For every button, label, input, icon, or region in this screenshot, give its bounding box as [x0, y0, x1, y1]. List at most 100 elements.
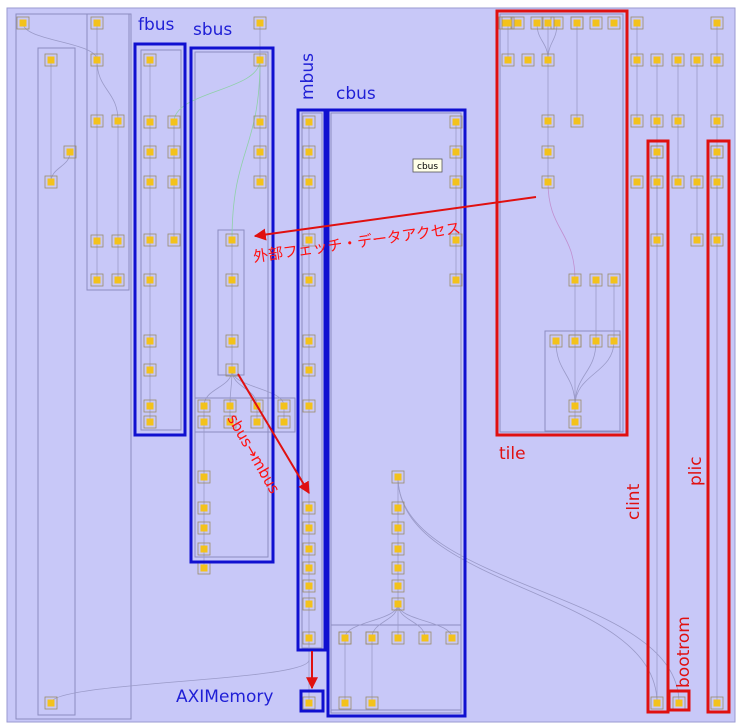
graph-node[interactable]: [391, 470, 405, 484]
graph-node[interactable]: [650, 145, 664, 159]
graph-node[interactable]: [250, 415, 264, 429]
graph-node[interactable]: [449, 233, 463, 247]
graph-node[interactable]: [197, 470, 211, 484]
graph-node[interactable]: [302, 696, 316, 710]
graph-node[interactable]: [541, 175, 555, 189]
graph-node[interactable]: [167, 115, 181, 129]
graph-node[interactable]: [143, 273, 157, 287]
graph-node[interactable]: [365, 696, 379, 710]
graph-node[interactable]: [143, 175, 157, 189]
graph-node[interactable]: [223, 415, 237, 429]
graph-node[interactable]: [365, 631, 379, 645]
graph-node[interactable]: [253, 175, 267, 189]
graph-node[interactable]: [277, 415, 291, 429]
graph-node[interactable]: [501, 53, 515, 67]
graph-node[interactable]: [253, 115, 267, 129]
graph-node[interactable]: [197, 399, 211, 413]
graph-node[interactable]: [511, 16, 525, 30]
graph-node[interactable]: [302, 579, 316, 593]
graph-node[interactable]: [44, 53, 58, 67]
graph-node[interactable]: [589, 273, 603, 287]
graph-node[interactable]: [143, 145, 157, 159]
graph-node[interactable]: [650, 696, 664, 710]
graph-node[interactable]: [197, 521, 211, 535]
graph-node[interactable]: [63, 145, 77, 159]
graph-node[interactable]: [630, 175, 644, 189]
graph-node[interactable]: [225, 273, 239, 287]
graph-node[interactable]: [302, 399, 316, 413]
graph-node[interactable]: [671, 53, 685, 67]
graph-node[interactable]: [541, 114, 555, 128]
graph-node[interactable]: [302, 521, 316, 535]
graph-node[interactable]: [568, 334, 582, 348]
graph-node[interactable]: [568, 399, 582, 413]
graph-node[interactable]: [338, 631, 352, 645]
graph-node[interactable]: [449, 175, 463, 189]
graph-node[interactable]: [111, 114, 125, 128]
graph-node[interactable]: [650, 114, 664, 128]
graph-node[interactable]: [650, 175, 664, 189]
graph-node[interactable]: [143, 115, 157, 129]
graph-node[interactable]: [143, 363, 157, 377]
graph-node[interactable]: [690, 53, 704, 67]
graph-node[interactable]: [302, 597, 316, 611]
graph-node[interactable]: [302, 115, 316, 129]
graph-node[interactable]: [501, 16, 515, 30]
graph-node[interactable]: [16, 16, 30, 30]
graph-node[interactable]: [710, 175, 724, 189]
graph-node[interactable]: [302, 561, 316, 575]
graph-node[interactable]: [710, 696, 724, 710]
graph-node[interactable]: [391, 542, 405, 556]
graph-node[interactable]: [607, 16, 621, 30]
graph-node[interactable]: [197, 415, 211, 429]
graph-node[interactable]: [391, 501, 405, 515]
graph-node[interactable]: [630, 16, 644, 30]
graph-node[interactable]: [549, 334, 563, 348]
graph-node[interactable]: [302, 501, 316, 515]
graph-node[interactable]: [338, 696, 352, 710]
graph-node[interactable]: [650, 233, 664, 247]
graph-node[interactable]: [589, 16, 603, 30]
graph-node[interactable]: [449, 145, 463, 159]
graph-node[interactable]: [143, 53, 157, 67]
graph-node[interactable]: [253, 16, 267, 30]
graph-node[interactable]: [445, 631, 459, 645]
graph-node[interactable]: [197, 542, 211, 556]
graph-node[interactable]: [302, 631, 316, 645]
graph-node[interactable]: [710, 233, 724, 247]
graph-node[interactable]: [391, 521, 405, 535]
graph-node[interactable]: [302, 334, 316, 348]
graph-node[interactable]: [710, 145, 724, 159]
graph-node[interactable]: [607, 273, 621, 287]
graph-node[interactable]: [690, 233, 704, 247]
graph-node[interactable]: [167, 145, 181, 159]
graph-node[interactable]: [111, 234, 125, 248]
graph-node[interactable]: [90, 16, 104, 30]
graph-node[interactable]: [449, 273, 463, 287]
graph-node[interactable]: [391, 597, 405, 611]
graph-node[interactable]: [570, 114, 584, 128]
graph-node[interactable]: [690, 175, 704, 189]
graph-node[interactable]: [650, 53, 664, 67]
graph-node[interactable]: [143, 399, 157, 413]
graph-node[interactable]: [589, 334, 603, 348]
graph-node[interactable]: [302, 273, 316, 287]
graph-node[interactable]: [541, 145, 555, 159]
graph-node[interactable]: [570, 16, 584, 30]
graph-node[interactable]: [418, 631, 432, 645]
graph-node[interactable]: [90, 114, 104, 128]
graph-node[interactable]: [277, 399, 291, 413]
graph-node[interactable]: [111, 273, 125, 287]
graph-node[interactable]: [391, 579, 405, 593]
graph-node[interactable]: [449, 115, 463, 129]
graph-node[interactable]: [225, 363, 239, 377]
graph-node[interactable]: [143, 415, 157, 429]
graph-node[interactable]: [630, 114, 644, 128]
graph-node[interactable]: [225, 334, 239, 348]
graph-node[interactable]: [710, 16, 724, 30]
graph-node[interactable]: [225, 233, 239, 247]
graph-node[interactable]: [521, 53, 535, 67]
graph-node[interactable]: [671, 175, 685, 189]
graph-node[interactable]: [167, 175, 181, 189]
graph-node[interactable]: [630, 53, 644, 67]
